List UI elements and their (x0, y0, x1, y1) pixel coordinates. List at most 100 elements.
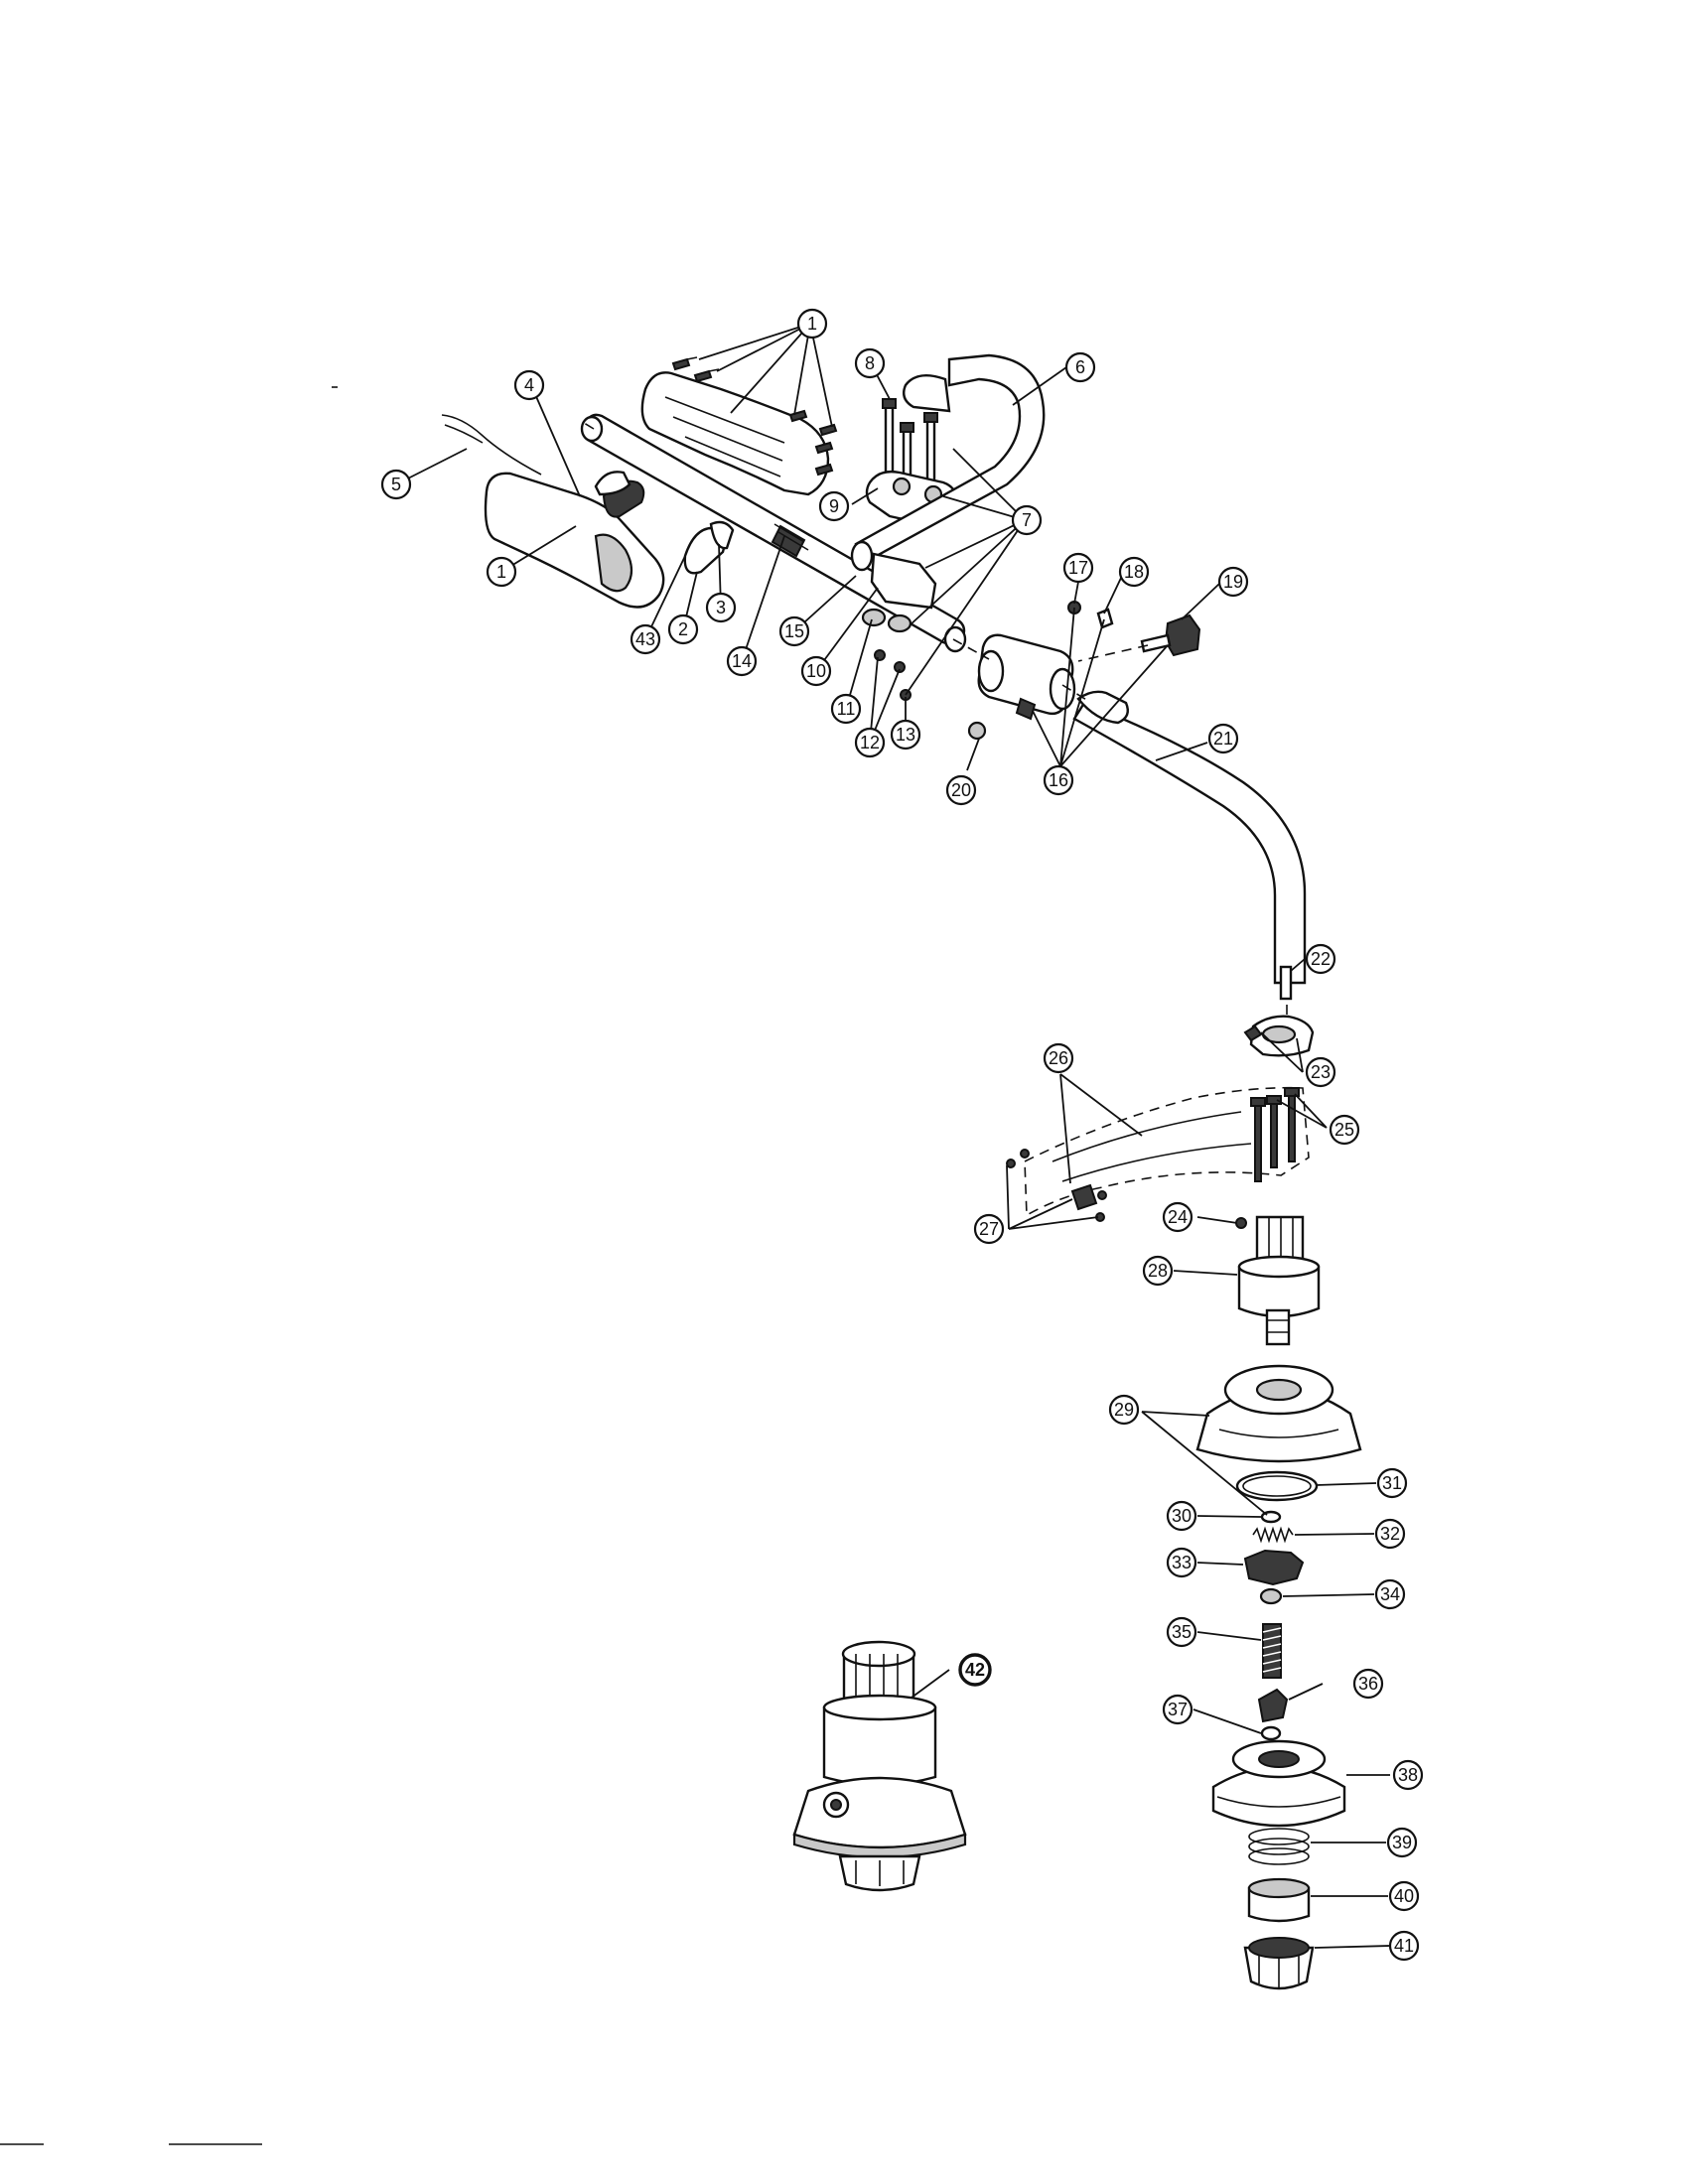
svg-text:21: 21 (1213, 729, 1233, 749)
callout-5: 5 (380, 469, 412, 500)
svg-text:32: 32 (1380, 1524, 1400, 1544)
svg-text:30: 30 (1172, 1506, 1192, 1526)
svg-text:42: 42 (965, 1660, 985, 1680)
lower-drive-shaft (1072, 701, 1307, 985)
callout-26: 26 (1043, 1042, 1074, 1074)
svg-text:37: 37 (1168, 1700, 1188, 1719)
svg-text:41: 41 (1394, 1936, 1414, 1956)
svg-text:29: 29 (1114, 1400, 1134, 1420)
callout-43: 43 (630, 623, 661, 655)
shaft-tip (1279, 965, 1293, 1001)
spool-adapter (1247, 1877, 1311, 1923)
svg-text:7: 7 (1022, 510, 1032, 530)
small-o-ring (1260, 1725, 1282, 1741)
housing-screws (671, 356, 838, 477)
svg-text:40: 40 (1394, 1886, 1414, 1906)
svg-text:4: 4 (524, 375, 534, 395)
svg-text:38: 38 (1398, 1765, 1418, 1785)
gearbox (1237, 1215, 1321, 1346)
callout-18: 18 (1118, 556, 1150, 588)
ratchet-cam (1243, 1549, 1305, 1586)
throttle-cable (441, 414, 542, 476)
compression-spring (1262, 1623, 1282, 1679)
svg-text:3: 3 (716, 598, 726, 617)
callout-28: 28 (1142, 1255, 1174, 1287)
shaft-spring (771, 519, 811, 558)
svg-text:19: 19 (1223, 572, 1243, 592)
callout-42: 42 (958, 1653, 992, 1687)
svg-text:11: 11 (837, 699, 856, 719)
svg-text:23: 23 (1311, 1062, 1331, 1082)
callout-17: 17 (1062, 552, 1094, 584)
gearbox-screw (1235, 1217, 1247, 1229)
callout-1-top: 1 (796, 308, 828, 340)
callout-30: 30 (1166, 1500, 1197, 1532)
handle-clamp-lower (870, 552, 937, 610)
callout-40: 40 (1388, 1880, 1420, 1912)
svg-text:1: 1 (807, 314, 817, 334)
callout-6: 6 (1064, 351, 1096, 383)
svg-text:14: 14 (732, 651, 752, 671)
callout-7: 7 (1011, 504, 1043, 536)
bump-knob (1243, 1937, 1315, 1990)
leader-lines (395, 323, 1391, 1949)
svg-text:16: 16 (1049, 770, 1068, 790)
svg-text:35: 35 (1172, 1622, 1192, 1642)
svg-text:25: 25 (1334, 1120, 1354, 1140)
callout-16: 16 (1043, 764, 1074, 796)
svg-text:34: 34 (1380, 1584, 1400, 1604)
svg-text:10: 10 (806, 661, 826, 681)
callout-21: 21 (1207, 723, 1239, 754)
callout-25: 25 (1329, 1114, 1360, 1146)
callout-13: 13 (890, 719, 921, 751)
svg-text:26: 26 (1049, 1048, 1068, 1068)
spacer-washer (1259, 1587, 1283, 1605)
callout-9: 9 (818, 490, 850, 522)
callout-27: 27 (973, 1213, 1005, 1245)
svg-text:1: 1 (496, 562, 506, 582)
callout-2: 2 (667, 614, 699, 645)
callout-10: 10 (800, 655, 832, 687)
coupler-washer (967, 721, 987, 741)
callout-36: 36 (1352, 1668, 1384, 1700)
svg-text:31: 31 (1382, 1473, 1402, 1493)
svg-text:36: 36 (1358, 1674, 1378, 1694)
callout-3: 3 (705, 592, 737, 623)
callout-12: 12 (854, 727, 886, 758)
svg-text:5: 5 (391, 475, 401, 494)
coupler-knob (1164, 614, 1201, 657)
callout-8: 8 (854, 347, 886, 379)
callout-11: 11 (830, 693, 862, 725)
callout-23: 23 (1305, 1056, 1336, 1088)
line-cutter-blade (1070, 1183, 1098, 1211)
spool-housing (1195, 1364, 1362, 1463)
callout-38: 38 (1392, 1759, 1424, 1791)
callout-35: 35 (1166, 1616, 1197, 1648)
callout-1-left: 1 (486, 556, 517, 588)
callout-14: 14 (726, 645, 758, 677)
callout-34: 34 (1374, 1578, 1406, 1610)
callout-20: 20 (945, 774, 977, 806)
loop-handle (854, 353, 1046, 566)
callout-15: 15 (778, 615, 810, 647)
svg-text:17: 17 (1068, 558, 1088, 578)
svg-text:28: 28 (1148, 1261, 1168, 1281)
callout-22: 22 (1305, 943, 1336, 975)
callout-31: 31 (1376, 1467, 1408, 1499)
svg-text:24: 24 (1168, 1207, 1188, 1227)
svg-text:8: 8 (865, 353, 875, 373)
callout-19: 19 (1217, 566, 1249, 598)
svg-text:43: 43 (635, 629, 655, 649)
housing-o-ring (1235, 1470, 1319, 1502)
trimmer-head-assembly (792, 965, 1362, 1990)
line-spool (1211, 1739, 1346, 1828)
svg-text:20: 20 (951, 780, 971, 800)
callout-37: 37 (1162, 1694, 1193, 1725)
svg-text:27: 27 (979, 1219, 999, 1239)
svg-text:39: 39 (1392, 1833, 1412, 1852)
callout-39: 39 (1386, 1827, 1418, 1858)
svg-text:12: 12 (860, 733, 880, 752)
drive-cam (1257, 1688, 1289, 1723)
svg-text:13: 13 (896, 725, 915, 745)
